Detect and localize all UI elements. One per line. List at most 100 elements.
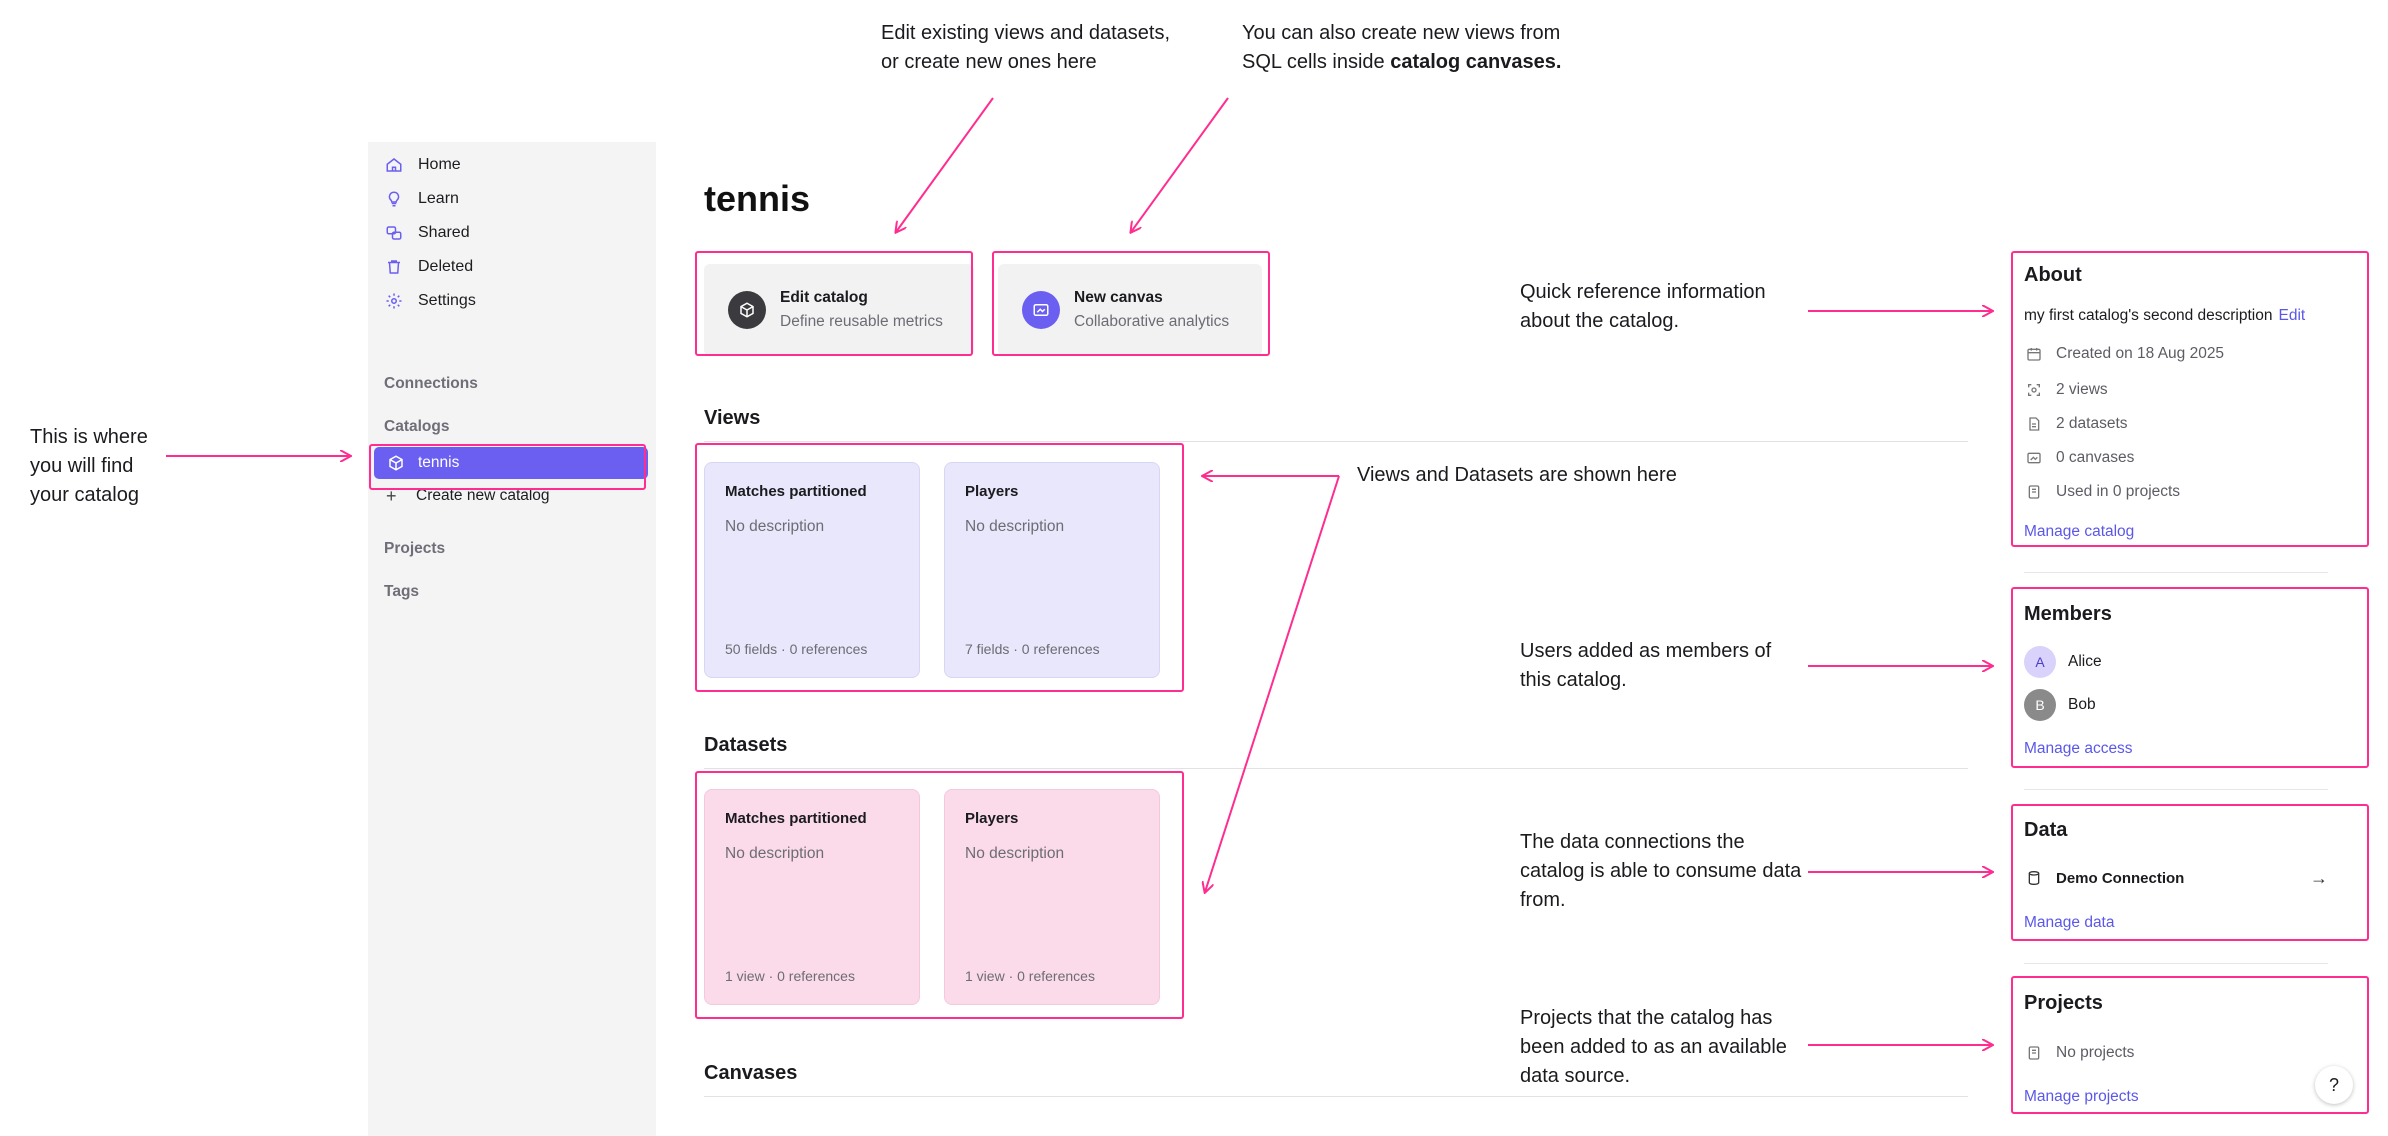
view-card[interactable]: Matches partitioned No description 50 fi… [704, 462, 920, 678]
edit-catalog-subtitle: Define reusable metrics [780, 313, 943, 330]
connection-name: Demo Connection [2056, 869, 2185, 887]
home-icon [384, 155, 404, 175]
new-canvas-title: New canvas [1074, 289, 1163, 306]
data-connection-row[interactable]: Demo Connection → [2024, 868, 2328, 888]
arrow-right-icon[interactable]: → [2310, 867, 2328, 888]
view-icon [2024, 380, 2044, 400]
manage-catalog-link[interactable]: Manage catalog [2024, 523, 2135, 540]
panel-divider [2024, 789, 2328, 790]
note-line: Quick reference information [1520, 281, 1766, 303]
views-count: 2 views [2056, 381, 2108, 398]
view-footer: 7 fields · 0 references [965, 641, 1100, 657]
note-text: SQL cells inside [1242, 51, 1391, 73]
panel-divider [2024, 572, 2328, 573]
sidebar: Home Learn Shared Deleted Settings Conne… [368, 142, 656, 1136]
dataset-name: Matches partitioned [725, 810, 867, 827]
manage-access-link[interactable]: Manage access [2024, 740, 2133, 757]
gear-icon [384, 291, 404, 311]
project-icon [2024, 482, 2044, 502]
canvas-icon [2024, 448, 2044, 468]
view-card[interactable]: Players No description 7 fields · 0 refe… [944, 462, 1160, 678]
avatar: B [2024, 689, 2056, 721]
about-views: 2 views [2024, 380, 2108, 400]
member-row[interactable]: A Alice [2024, 646, 2102, 678]
connections-heading[interactable]: Connections [384, 375, 478, 392]
projects-panel-heading: Projects [2024, 992, 2103, 1014]
sidebar-item-label: tennis [418, 454, 460, 471]
about-projects: Used in 0 projects [2024, 482, 2180, 502]
edit-note: Edit existing views and datasets, or cre… [881, 19, 1170, 77]
database-icon [2024, 868, 2044, 888]
dataset-description: No description [725, 845, 825, 862]
edit-catalog-title: Edit catalog [780, 289, 868, 306]
member-name: Alice [2068, 653, 2102, 670]
dataset-footer: 1 view · 0 references [725, 968, 855, 984]
panel-divider [2024, 963, 2328, 964]
calendar-icon [2024, 344, 2044, 364]
canvases-divider [704, 1096, 1968, 1097]
arrow-to-datasets [1205, 475, 1340, 892]
catalogs-heading[interactable]: Catalogs [384, 418, 450, 435]
members-note: Users added as members of this catalog. [1520, 637, 1771, 695]
sidebar-item-shared[interactable]: Shared [384, 216, 470, 250]
dataset-footer: 1 view · 0 references [965, 968, 1095, 984]
canvas-note: You can also create new views from SQL c… [1242, 19, 1561, 77]
note-line: Projects that the catalog has [1520, 1007, 1773, 1029]
sidebar-item-label: Shared [418, 224, 470, 241]
create-catalog-label: Create new catalog [416, 487, 550, 504]
sidebar-item-learn[interactable]: Learn [384, 182, 459, 216]
projects-heading[interactable]: Projects [384, 540, 446, 557]
highlight-box-new-canvas [992, 251, 1270, 356]
edit-catalog-button[interactable]: Edit catalog Define reusable metrics [704, 264, 974, 356]
data-heading: Data [2024, 819, 2068, 841]
datasets-divider [704, 768, 1968, 769]
projects-empty-row: No projects [2024, 1043, 2134, 1063]
edit-description-link[interactable]: Edit [2278, 307, 2306, 324]
trash-icon [384, 257, 404, 277]
note-line: your catalog [30, 484, 139, 506]
projects-count: Used in 0 projects [2056, 483, 2181, 500]
view-description: No description [965, 518, 1065, 535]
note-line: from. [1520, 889, 1566, 911]
sidebar-item-settings[interactable]: Settings [384, 284, 476, 318]
note-line: been added to as an available [1520, 1036, 1787, 1058]
members-heading: Members [2024, 603, 2112, 625]
tags-heading[interactable]: Tags [384, 583, 420, 600]
note-line: Users added as members of [1520, 640, 1772, 662]
dataset-name: Players [965, 810, 1019, 827]
dataset-card[interactable]: Matches partitioned No description 1 vie… [704, 789, 920, 1005]
note-line: data source. [1520, 1065, 1631, 1087]
about-created: Created on 18 Aug 2025 [2024, 344, 2224, 364]
cube-icon [386, 453, 406, 473]
dataset-card[interactable]: Players No description 1 view · 0 refere… [944, 789, 1160, 1005]
project-icon [2024, 1043, 2044, 1063]
datasets-heading: Datasets [704, 734, 788, 756]
member-row[interactable]: B Bob [2024, 689, 2096, 721]
dataset-icon [2024, 414, 2044, 434]
note-line: The data connections the [1520, 831, 1745, 853]
note-line: or create new ones here [881, 51, 1097, 73]
canvases-heading: Canvases [704, 1062, 798, 1084]
sidebar-item-tennis[interactable]: tennis [374, 447, 648, 479]
manage-projects-link[interactable]: Manage projects [2024, 1088, 2139, 1105]
view-name: Matches partitioned [725, 483, 867, 500]
highlight-box-catalog [369, 444, 646, 490]
note-line: this catalog. [1520, 669, 1627, 691]
help-button[interactable]: ? [2315, 1066, 2353, 1104]
create-catalog-button[interactable]: + Create new catalog [386, 484, 550, 508]
about-description-row: my first catalog's second description Ed… [2024, 307, 2305, 325]
manage-data-link[interactable]: Manage data [2024, 914, 2115, 931]
arrow-to-edit-catalog [896, 97, 994, 232]
shared-icon [384, 223, 404, 243]
note-line: you will find [30, 455, 134, 477]
canvas-icon [1022, 291, 1060, 329]
note-line: You can also create new views from [1242, 22, 1561, 44]
new-canvas-button[interactable]: New canvas Collaborative analytics [998, 264, 1262, 356]
sidebar-item-home[interactable]: Home [384, 148, 461, 182]
member-name: Bob [2068, 696, 2096, 713]
sidebar-item-deleted[interactable]: Deleted [384, 250, 473, 284]
note-line: SQL cells inside catalog canvases. [1242, 48, 1561, 77]
canvases-count: 0 canvases [2056, 449, 2135, 466]
arrow-to-new-canvas [1131, 97, 1229, 232]
